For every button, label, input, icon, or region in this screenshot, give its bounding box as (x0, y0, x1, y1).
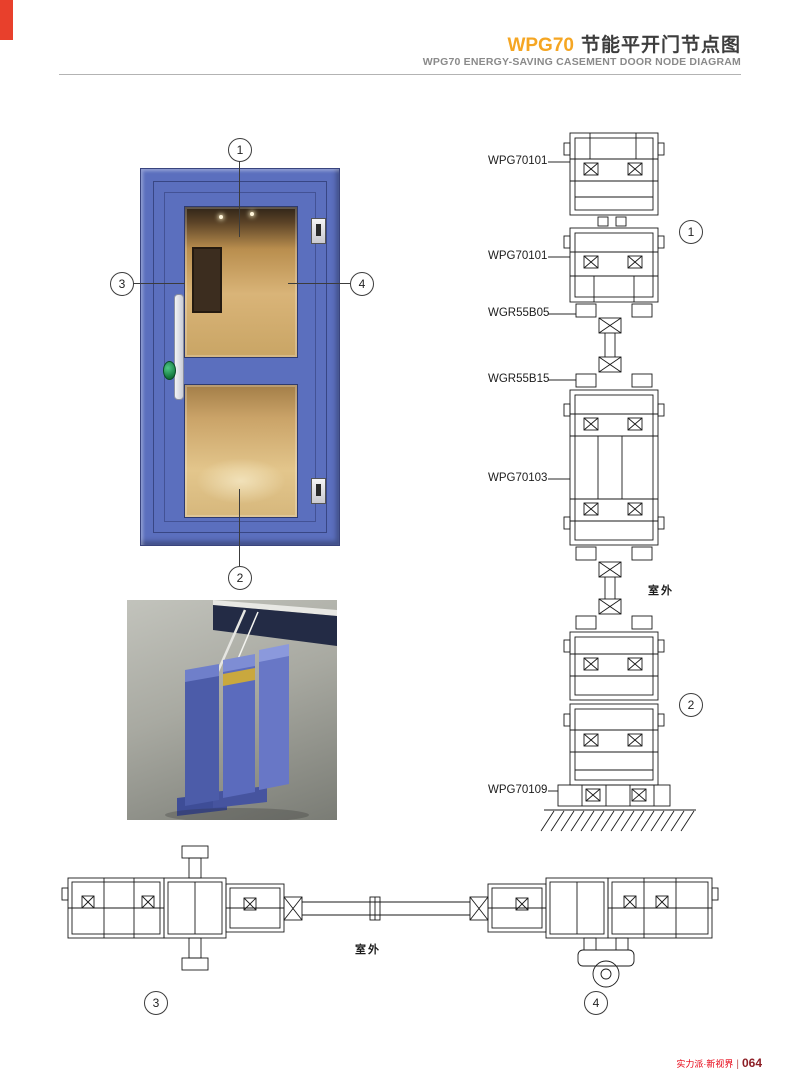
door-lock (163, 361, 176, 380)
door-photo-figure (140, 168, 340, 546)
page-subtitle: WPG70 ENERGY-SAVING CASEMENT DOOR NODE D… (422, 56, 741, 68)
callout-1-leader (239, 160, 240, 237)
callout-number: 1 (687, 225, 695, 239)
callout-section-2: 2 (679, 693, 703, 717)
callout-3-leader (132, 283, 185, 284)
left-mullion-with-handle (163, 845, 227, 971)
callout-door-4: 4 (350, 272, 374, 296)
profile-label-bead-top: WGR55B05 (488, 307, 550, 319)
callout-door-1: 1 (228, 138, 252, 162)
glazing-rod (213, 609, 247, 679)
callout-section-1: 1 (679, 220, 703, 244)
outdoor-label-vertical: 室外 (648, 585, 674, 597)
outdoor-label-horizontal: 室外 (355, 944, 381, 956)
profile-label-bead-mid: WGR55B15 (488, 373, 550, 385)
ceiling-light (218, 214, 223, 219)
right-sash-profile (487, 883, 547, 933)
head-frame-profile (563, 132, 665, 216)
callout-number: 3 (118, 277, 126, 291)
vertical-section-drawing (540, 132, 696, 832)
right-mullion-profile (545, 877, 609, 939)
footer-separator: | (736, 1059, 739, 1070)
threshold-profile-70109 (557, 784, 671, 807)
page-number: 064 (741, 1056, 762, 1070)
callout-number: 2 (236, 571, 244, 585)
glass-unit-upper (598, 317, 622, 373)
footer-slogan: 实力派·新视界 (676, 1059, 734, 1069)
glazing-bead-mid (575, 373, 653, 388)
left-sash-profile (225, 883, 285, 933)
callout-4-leader (288, 283, 350, 284)
door-hinge-bottom (311, 478, 326, 504)
label-leader-lines (548, 161, 576, 792)
profile-3d-figure (127, 600, 337, 820)
callout-number: 4 (592, 996, 600, 1010)
callout-door-2: 2 (228, 566, 252, 590)
door-glass-lower (184, 384, 298, 518)
profile-3d-render (165, 600, 337, 820)
page-title: WPG70 节能平开门节点图 (507, 30, 741, 57)
hinge-detail (577, 937, 635, 988)
door-glass-upper (184, 206, 298, 358)
callout-2-leader (239, 489, 240, 566)
aluminium-extrusion (165, 644, 309, 820)
glass-edge-highlight (213, 600, 337, 616)
glass-unit-lower (575, 546, 653, 630)
callout-section-4: 4 (584, 991, 608, 1015)
horizontal-section-drawing (61, 845, 719, 988)
left-frame-profile (61, 877, 165, 939)
mid-rail-profile-70103 (563, 389, 665, 546)
callout-section-3: 3 (144, 991, 168, 1015)
profile-label-mid-rail: WPG70103 (488, 472, 548, 484)
callout-number: 4 (358, 277, 366, 291)
sill-frame-profile (563, 703, 665, 786)
corner-red-bar (0, 0, 13, 40)
door-leaf-line (164, 192, 316, 522)
ceiling-light (249, 211, 254, 216)
floor-sheen (196, 457, 286, 504)
glazing-bead-top (575, 303, 653, 318)
glass-run (283, 896, 489, 921)
door-hinge-top (311, 218, 326, 244)
callout-number: 2 (687, 698, 695, 712)
header-rule (59, 74, 741, 75)
callout-number: 3 (152, 996, 160, 1010)
profile-label-threshold: WPG70109 (488, 784, 548, 796)
profile-label-sash-top: WPG70101 (488, 250, 548, 262)
title-chinese: 节能平开门节点图 (580, 35, 741, 56)
title-model: WPG70 (507, 35, 574, 56)
ground-hatch (540, 809, 696, 832)
callout-number: 1 (236, 143, 244, 157)
right-frame-profile (607, 877, 719, 939)
wall-art (192, 247, 222, 313)
door-handle (174, 294, 184, 400)
door-frame-inner-line (153, 181, 327, 533)
callout-door-3: 3 (110, 272, 134, 296)
sash-top-profile (563, 216, 665, 303)
sash-bottom-profile (563, 631, 665, 701)
page-footer: 实力派·新视界 | 064 (676, 1056, 762, 1070)
profile-label-head-frame: WPG70101 (488, 155, 548, 167)
